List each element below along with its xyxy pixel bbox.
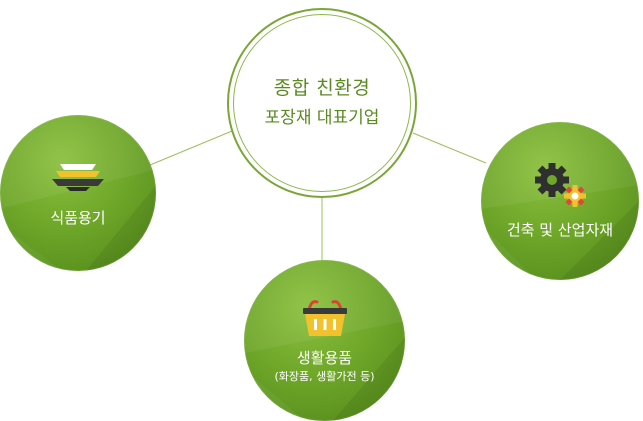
bowl-icon [52,164,104,191]
food-container-node[interactable]: 식품용기 [0,115,156,271]
household-goods-sublabel: (화장품, 생활가전 등) [274,369,375,383]
node-facet-decoration [244,260,405,421]
connector-center-to-food [149,130,233,166]
food-container-label: 식품용기 [50,209,106,227]
connector-center-to-industrial [412,132,487,164]
household-goods-label: 생활용품 [296,348,353,367]
node-facet-decoration [481,122,639,280]
center-title: 종합 친환경 [273,77,371,99]
center-text: 종합 친환경 포장재 대표기업 [229,10,415,196]
basket-icon [302,299,347,336]
industrial-material-node[interactable]: 건축 및 산업자재 [481,122,639,280]
industrial-material-label: 건축 및 산업자재 [506,221,614,239]
gears-icon [535,163,586,207]
node-facet-decoration [0,115,156,271]
center-subtitle: 포장재 대표기업 [264,108,380,128]
household-goods-node[interactable]: 생활용품 (화장품, 생활가전 등) [244,260,405,421]
center-circle: 종합 친환경 포장재 대표기업 [227,8,417,198]
